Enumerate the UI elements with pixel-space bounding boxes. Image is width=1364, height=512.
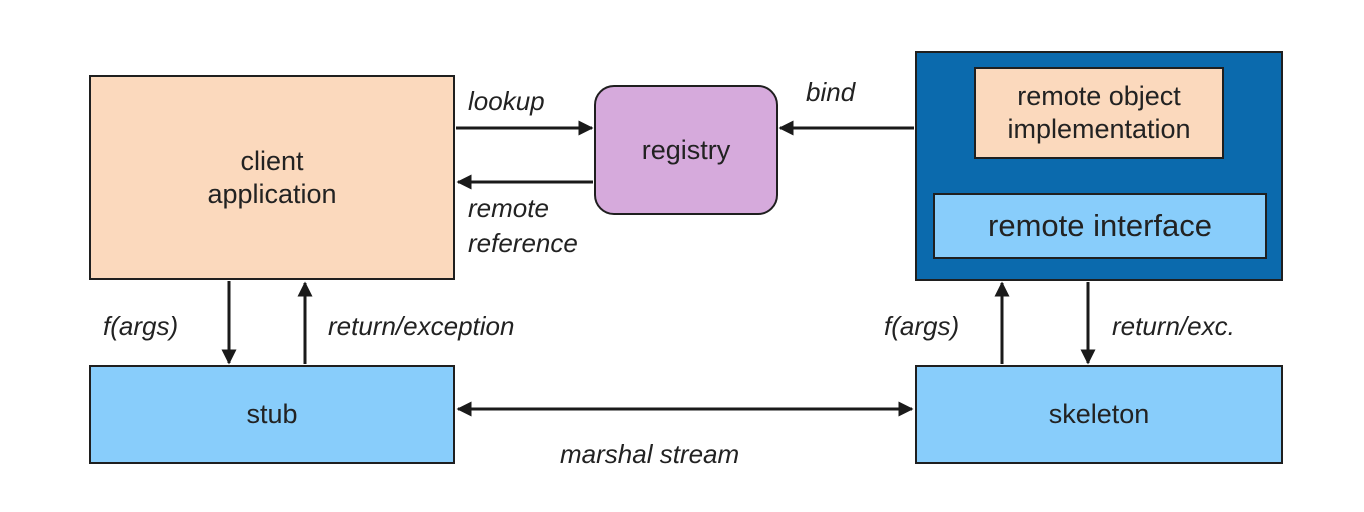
- remote-interface-box: remote interface: [933, 193, 1267, 259]
- marshal-stream-label: marshal stream: [560, 439, 740, 469]
- stub-label: stub: [246, 399, 298, 430]
- remote-interface-label: remote interface: [988, 208, 1212, 244]
- server-call-label: f(args): [884, 311, 960, 341]
- client-return-label: return/exception: [328, 311, 515, 341]
- registry-label: registry: [641, 134, 731, 165]
- stub-box: stub: [89, 365, 455, 464]
- client-application-label: client application: [207, 145, 337, 209]
- server-return-label: return/exc.: [1112, 311, 1235, 341]
- remote-object-implementation-label: remote object implementation: [1007, 81, 1191, 144]
- skeleton-box: skeleton: [915, 365, 1283, 464]
- remote-object-implementation-box: remote object implementation: [974, 67, 1224, 159]
- lookup-label: lookup: [468, 86, 545, 116]
- bind-label: bind: [806, 77, 856, 107]
- client-application-box: client application: [89, 75, 455, 280]
- remote-reference-label: remote reference: [468, 193, 578, 258]
- skeleton-label: skeleton: [1048, 399, 1150, 430]
- registry-box: registry: [594, 85, 778, 215]
- client-call-label: f(args): [103, 311, 179, 341]
